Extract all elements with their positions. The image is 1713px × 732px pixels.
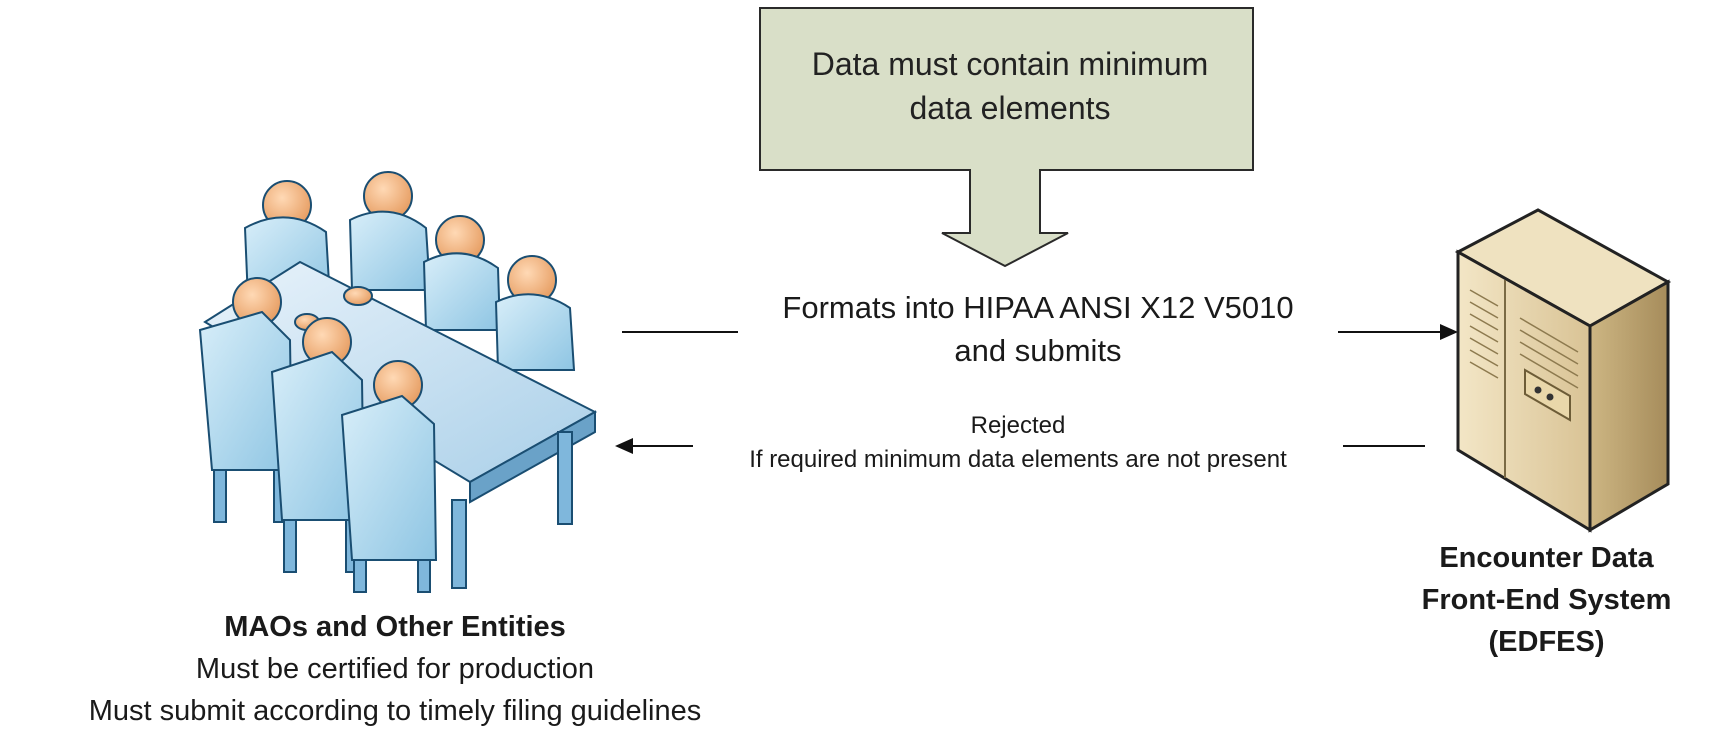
mao-requirement-2: Must submit according to timely filing g… bbox=[88, 695, 702, 727]
submit-arrow-label: Formats into HIPAA ANSI X12 V5010 and su… bbox=[738, 286, 1338, 372]
submit-label-line-2: and submits bbox=[954, 333, 1122, 368]
mao-requirement-1: Must be certified for production bbox=[195, 653, 595, 685]
meeting-table-icon bbox=[198, 171, 598, 593]
edfes-title-line-1: Encounter Data bbox=[1439, 542, 1654, 574]
reject-label-line-2: If required minimum data elements are no… bbox=[749, 446, 1287, 473]
server-tower-icon bbox=[1454, 208, 1672, 533]
edfes-title-line-2: Front-End System bbox=[1421, 584, 1672, 616]
edfes-title-line-3: (EDFES) bbox=[1488, 626, 1605, 658]
callout-text: Data must contain minimum data elements bbox=[760, 42, 1260, 130]
callout-arrow bbox=[759, 7, 1254, 268]
submit-label-line-1: Formats into HIPAA ANSI X12 V5010 bbox=[782, 290, 1294, 325]
mao-title: MAOs and Other Entities bbox=[224, 611, 566, 643]
callout-line-2: data elements bbox=[909, 90, 1111, 126]
mao-caption: MAOs and Other Entities Must be certifie… bbox=[0, 606, 790, 732]
callout-line-1: Data must contain minimum bbox=[811, 46, 1209, 82]
reject-arrow-label: Rejected If required minimum data elemen… bbox=[693, 409, 1343, 477]
reject-label-line-1: Rejected bbox=[970, 412, 1066, 439]
edfes-caption: Encounter Data Front-End System (EDFES) bbox=[1380, 537, 1713, 663]
